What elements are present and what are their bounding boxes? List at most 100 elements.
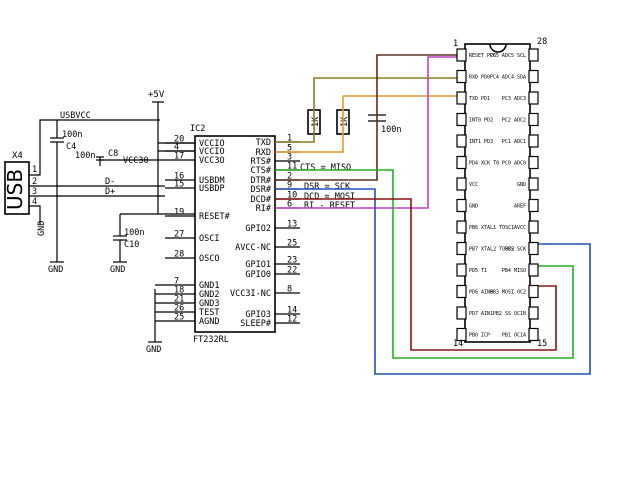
ft232-right-pin-number: 22 [287, 266, 297, 276]
c4-value: 100n [62, 130, 82, 140]
ft232-right-pin-name: AVCC-NC [235, 243, 271, 253]
ft232-left-pin-name: OSCO [199, 254, 219, 264]
atmega-right-pin [528, 155, 539, 170]
ft232-left-pin-number: 18 [174, 286, 184, 296]
ft232-right-pin-number: 23 [287, 256, 297, 266]
atmega-right-pin-label: AVCC [514, 225, 526, 231]
atmega-right-pin [528, 220, 539, 234]
ft232-left-pin-number: 17 [174, 152, 184, 162]
net-ri-reset: RI - RESET [304, 201, 355, 211]
atmega-right-pin [528, 306, 539, 320]
ft232-right-pin-name: SLEEP# [240, 319, 272, 329]
atmega-right-pin [528, 198, 539, 213]
wire-dtr-reset [275, 54, 460, 181]
ft232-right-pin-number: 12 [287, 315, 297, 325]
capacitor-dtr: 100n [368, 114, 401, 135]
ft232-left-pin-name: VCCIO [199, 139, 225, 149]
ft232-left-pin-number: 25 [174, 313, 184, 323]
net-dminus-label: D- [105, 177, 115, 187]
atmega-notch [489, 43, 507, 53]
ft232-left-pin-name: GND2 [199, 290, 219, 300]
ft232-right-pin-number: 1 [287, 134, 292, 144]
ft232-left-pin-number: 27 [174, 230, 184, 240]
atmega-left-pin [456, 69, 467, 84]
atmega-right-pin-label: PB5 SCK [505, 247, 526, 253]
atmega-left-pin-label: PB6 XTAL1 TOSC1 [469, 225, 514, 231]
usb-connector-body [4, 161, 30, 215]
ft232-left-pin-name: GND3 [199, 299, 219, 309]
wire-dcd-mosi [275, 198, 557, 351]
ft232-right-pin-name: GPIO1 [245, 260, 271, 270]
usb-pin-1: 1 [32, 165, 37, 175]
atmega-right-pin-label: PC2 ADC2 [502, 118, 526, 124]
atmega-body [464, 43, 531, 343]
atmega-right-pin-label: PB4 MISO [502, 268, 526, 274]
vcc30-label: VCC30 [123, 156, 149, 166]
atmega-right-pin-label: PC0 ADC0 [502, 161, 526, 167]
c4-ref: C4 [66, 142, 76, 152]
ft232-right-pin-number: 3 [287, 153, 292, 163]
atmega-right-pin-label: PC1 ADC1 [502, 139, 526, 145]
wire-ri-reset [275, 56, 460, 209]
ft232-right-pin-number: 2 [287, 172, 292, 182]
ft232-body [194, 135, 276, 333]
atmega-left-pin-label: PD4 XCK T0 [469, 161, 499, 167]
gnd-label-1: GND [48, 265, 63, 275]
ft232-left-pin-number: 26 [174, 304, 184, 314]
wire-cts-miso [275, 169, 574, 359]
ft232-left-pin-name: VCC3O [199, 156, 225, 166]
ft232-right-pin-name: DCD# [251, 195, 272, 205]
usb-gnd-label: GND [37, 221, 47, 236]
net-labels: CTS = MISO DSR = SCK DCD = MOSI RI - RES… [300, 163, 355, 211]
ft232-right-pin-number: 8 [287, 285, 292, 295]
atmega-right-pin-label: PC4 ADC4 SDA [490, 75, 526, 81]
ft232-right-pin-number: 25 [287, 239, 297, 249]
ft232-part: FT232RL [193, 335, 229, 345]
net-dsr-sck: DSR = SCK [304, 182, 351, 192]
atmega-pin-15: 15 [537, 339, 547, 349]
capacitor-c10: 100n C10 GND [110, 213, 158, 275]
atmega-right-pin-label: PB3 MOSI OC2 [490, 290, 526, 296]
ft232-left-pin-number: 28 [174, 250, 184, 260]
wire-rxd-txd [275, 95, 460, 153]
atmega-left-pin-label: RXD PD0 [469, 75, 490, 81]
ft232-right-pin-name: DTR# [251, 176, 272, 186]
ft232-gnd-bus: GND [146, 289, 162, 355]
atmega-right-pin [528, 134, 539, 148]
usb-pin-2: 2 [32, 177, 37, 187]
ft232-right-pin-number: 13 [287, 220, 297, 230]
atmega-left-pin [456, 177, 467, 191]
atmega-left-pin-label: GND [469, 204, 478, 210]
atmega-left-pin [456, 134, 467, 148]
ft232-right-pin-name: VCC3I-NC [230, 289, 271, 299]
net-dplus-label: D+ [105, 187, 115, 197]
ft232-left-pin-name: USBDM [199, 176, 225, 186]
atmega-left-pin-label: VCC [469, 182, 478, 188]
atmega-left-pin-label: PD6 AIN0 [469, 290, 493, 296]
ft232-right-pin-number: 9 [287, 181, 292, 191]
atmega-left-pin-label: PB7 XTAL2 TOSC2 [469, 247, 514, 253]
usb-pin-4: 4 [32, 197, 37, 207]
usb-label: USB [3, 169, 27, 210]
atmega-left-pin [456, 112, 467, 127]
atmega-left-pin [456, 91, 467, 105]
atmega-left-pin [456, 306, 467, 320]
usb-wires: USBVCC D- D+ GND [29, 111, 165, 236]
atmega-right-pin [528, 112, 539, 127]
atmega-left-pin [456, 48, 467, 62]
ft232-left-pin-number: 4 [174, 143, 179, 153]
net-cts-miso: CTS = MISO [300, 163, 351, 173]
atmega-left-pin-label: PB0 ICP [469, 333, 490, 339]
power-label: +5V [148, 90, 165, 100]
ft232-right-pin-name: RXD [256, 148, 271, 158]
wire-dsr-sck [275, 188, 591, 375]
atmega-right-pin [528, 263, 539, 277]
ft232-left-pin-name: RESET# [199, 212, 231, 222]
atmega-left-pin [456, 241, 467, 256]
ft232-left-pin-name: TEST [199, 308, 219, 318]
ft232-left-pin-number: 7 [174, 277, 179, 287]
